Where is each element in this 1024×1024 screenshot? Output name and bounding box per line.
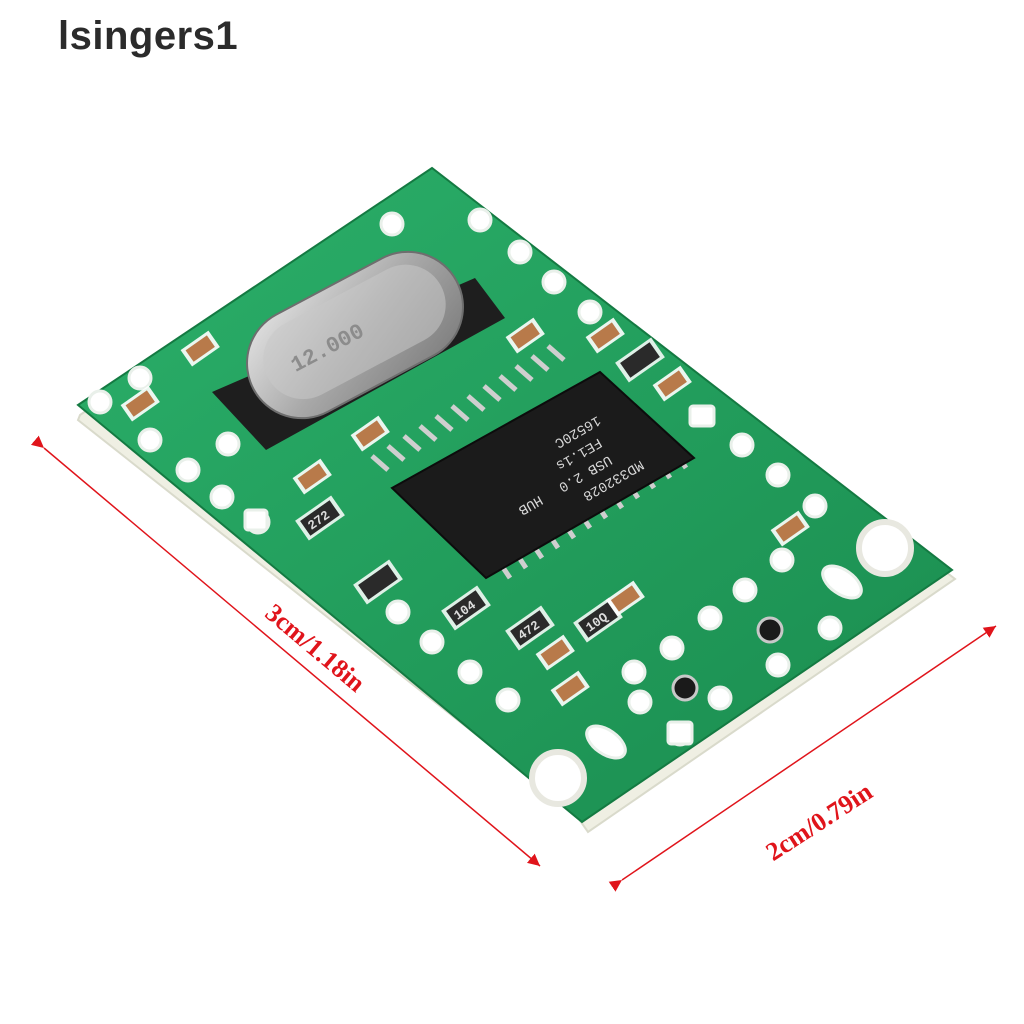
- mount-notch: [856, 519, 914, 577]
- dimension-line-width: [608, 625, 997, 892]
- dimension-label-width: 2cm/0.79in: [761, 776, 878, 866]
- dimension-line-length: [30, 435, 541, 867]
- crystal-oscillator: 12.000: [212, 250, 505, 450]
- watermark: lsingers1: [58, 14, 239, 58]
- mount-notch: [529, 749, 587, 807]
